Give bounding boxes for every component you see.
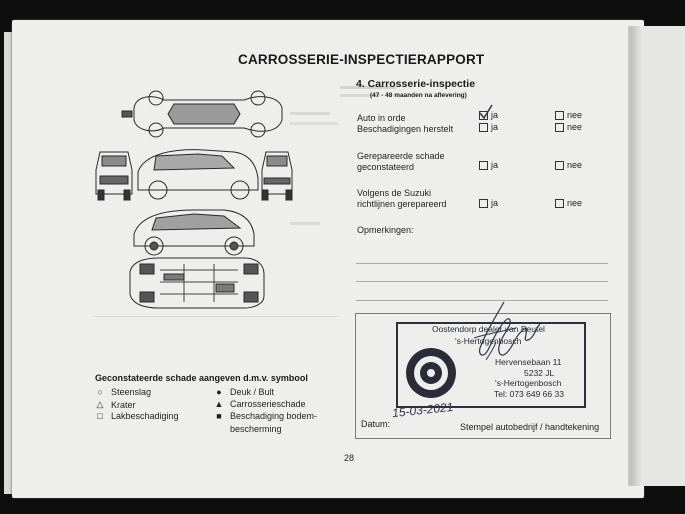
remarks-label: Opmerkingen:	[357, 225, 414, 235]
option-ja-suzuki[interactable]: ja	[479, 198, 498, 208]
checkbox-ja[interactable]	[479, 198, 488, 208]
circle-outline-icon: ○	[97, 387, 103, 397]
car-front-view	[95, 151, 133, 201]
facing-page	[628, 26, 685, 486]
option-nee-label: nee	[567, 160, 583, 170]
option-ja-gerepareerde[interactable]: ja	[479, 160, 498, 170]
option-ja-label: ja	[491, 110, 499, 120]
stamp-line-4: 5232 JL	[524, 368, 555, 378]
bleed-through	[340, 84, 400, 104]
checkbox-nee[interactable]	[555, 198, 564, 208]
legend-item-deuk: ● Deuk / Bult	[214, 387, 274, 397]
legend-item-krater: △ Krater	[95, 399, 136, 410]
triangle-filled-icon: ▲	[214, 399, 224, 409]
option-nee-label: nee	[567, 110, 583, 120]
remarks-line[interactable]	[356, 263, 608, 264]
check-icon	[479, 104, 493, 119]
option-nee-suzuki[interactable]: nee	[555, 198, 582, 208]
stamp-line-5: 's-Hertogenbosch	[495, 378, 562, 388]
legend-label: bescherming	[230, 424, 282, 434]
car-top-view	[121, 90, 283, 138]
checkbox-nee[interactable]	[555, 160, 564, 170]
legend-item-lakbeschadiging: □ Lakbeschadiging	[95, 411, 179, 421]
row-label-suzuki-2: richtlijnen gerepareerd	[357, 199, 447, 209]
checkbox-ja[interactable]	[479, 160, 488, 170]
section-subheading: (47 - 48 maanden na aflevering)	[370, 92, 467, 99]
option-ja-beschadigingen[interactable]: ja	[479, 122, 498, 132]
square-filled-icon: ■	[216, 411, 222, 421]
date-label: Datum:	[361, 419, 391, 429]
legend-label: Lakbeschadiging	[111, 411, 179, 421]
legend-item-steenslag: ○ Steenslag	[95, 387, 151, 397]
square-outline-icon: □	[97, 411, 103, 421]
car-side-view	[133, 149, 259, 256]
bleed-through	[290, 112, 340, 234]
car-underbody-view	[129, 257, 265, 309]
checkbox-nee[interactable]	[555, 110, 564, 120]
checkbox-nee[interactable]	[555, 122, 564, 132]
legend-item-carrosserieschade: ▲ Carrosserieschade	[214, 399, 306, 409]
stamp-line-3: Hervensebaan 11	[495, 357, 562, 367]
signature-icon	[473, 301, 541, 361]
option-nee-beschadigingen[interactable]: nee	[555, 122, 582, 132]
stamp-signature-field[interactable]	[355, 313, 611, 439]
binding-shadow	[630, 26, 642, 486]
option-ja-auto-in-orde[interactable]: ja	[479, 104, 499, 120]
row-label-gerepareerde-1: Gerepareerde schade	[357, 151, 445, 161]
legend-item-bodembescherming: ■ Beschadiging bodem-	[214, 411, 317, 421]
stamp-circle-icon	[406, 348, 456, 398]
page-number: 28	[344, 453, 355, 463]
legend-label: Krater	[111, 399, 136, 410]
option-nee-label: nee	[567, 198, 583, 208]
row-label-suzuki-1: Volgens de Suzuki	[357, 188, 432, 198]
option-nee-auto-in-orde[interactable]: nee	[555, 110, 582, 120]
car-rear-view	[261, 151, 293, 201]
option-ja-label: ja	[491, 160, 499, 170]
remarks-line[interactable]	[356, 281, 608, 282]
stamp-label: Stempel autobedrijf / handtekening	[460, 422, 600, 432]
circle-filled-icon: ●	[216, 387, 222, 397]
row-label-gerepareerde-2: geconstateerd	[357, 162, 415, 172]
booklet-page	[12, 20, 644, 498]
legend-label: Beschadiging bodem-	[230, 411, 318, 421]
stamp-line-6: Tel: 073 649 66 33	[494, 389, 564, 399]
row-label-beschadigingen: Beschadigingen herstelt	[357, 124, 454, 134]
page-title: CARROSSERIE-INSPECTIERAPPORT	[238, 52, 485, 67]
option-ja-label: ja	[491, 198, 499, 208]
option-nee-label: nee	[567, 122, 583, 132]
dealer-stamp	[396, 322, 586, 408]
checkbox-ja[interactable]	[479, 104, 493, 120]
section-heading: 4. Carrosserie-inspectie	[356, 78, 476, 90]
car-diagrams	[95, 90, 293, 309]
legend-label: Steenslag	[111, 387, 152, 397]
checkbox-ja[interactable]	[479, 122, 488, 132]
legend-label: Carrosserieschade	[230, 399, 306, 409]
option-ja-label: ja	[491, 122, 499, 132]
remarks-line[interactable]	[356, 300, 608, 301]
stamp-line-2: 's-Hertogenbosch	[455, 336, 522, 346]
row-label-auto-in-orde: Auto in orde	[357, 113, 406, 123]
triangle-outline-icon: △	[96, 399, 104, 409]
option-nee-gerepareerde[interactable]: nee	[555, 160, 582, 170]
legend-item-bodembescherming-cont: bescherming	[230, 424, 282, 434]
legend-title: Geconstateerde schade aangeven d.m.v. sy…	[95, 373, 308, 383]
legend-area	[94, 316, 338, 443]
legend-label: Deuk / Bult	[230, 387, 275, 397]
